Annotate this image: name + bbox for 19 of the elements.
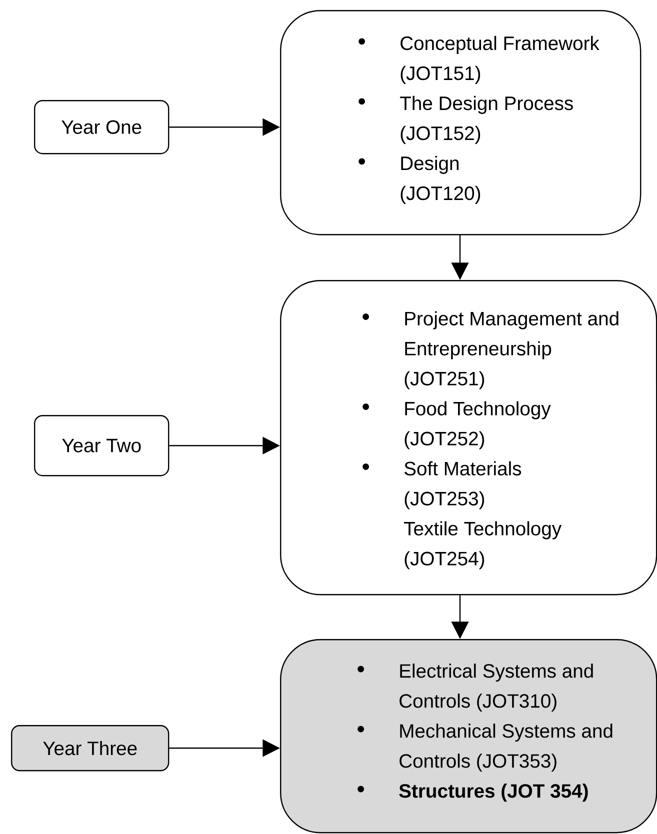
- course-item: Food Technology (JOT252): [404, 401, 551, 450]
- year-box: [11, 725, 170, 772]
- course-item: Textile Technology (JOT254): [404, 521, 562, 570]
- course-item: Soft Materials (JOT253): [404, 461, 522, 510]
- year-box: [34, 415, 170, 476]
- year-label: Year Three: [43, 741, 137, 756]
- course-box: [280, 639, 657, 834]
- course-item: Conceptual Framework (JOT151): [400, 36, 600, 84]
- course-item: Project Management and Entrepreneurship (JOT251): [404, 311, 618, 390]
- course-item: Electrical Systems and Controls (JOT310): [400, 664, 593, 712]
- course-item: Mechanical Systems and Controls (JOT353): [400, 724, 612, 772]
- year-box: [34, 100, 170, 154]
- year-label: Year One: [62, 120, 142, 134]
- year-label: Year Two: [62, 438, 141, 452]
- course-item: Design (JOT120): [400, 156, 480, 204]
- course-box: [280, 280, 657, 596]
- course-item: Structures (JOT 354): [399, 784, 588, 802]
- course-box: [280, 10, 642, 236]
- course-item: The Design Process (JOT152): [400, 96, 573, 144]
